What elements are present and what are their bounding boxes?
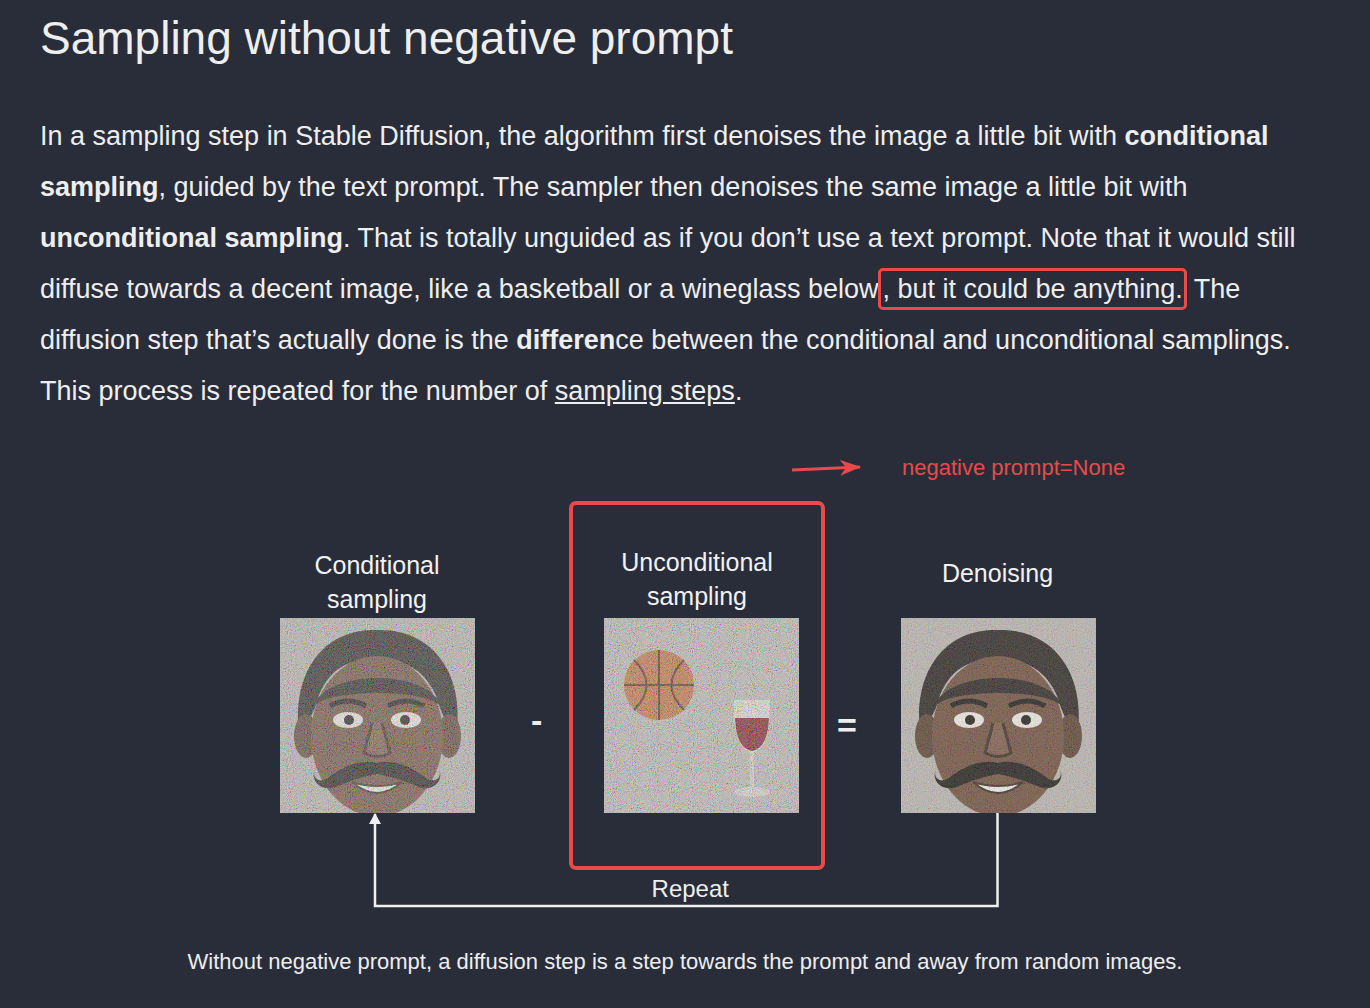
panel-heading: Conditional sampling — [277, 548, 477, 616]
paragraph-text: , guided by the text prompt. The sampler… — [159, 172, 1188, 202]
noisy-face-image — [280, 618, 475, 813]
image-panel: Conditional sampling — [277, 548, 477, 812]
noisy-objects-image — [604, 618, 799, 813]
loop-arrow — [375, 812, 998, 906]
equals-operator: = — [837, 705, 857, 745]
figure-caption: Without negative prompt, a diffusion ste… — [0, 948, 1370, 976]
highlighted-text: , but it could be anything. — [878, 268, 1186, 310]
denoised-face-image — [901, 618, 1096, 813]
paragraph-text: In a sampling step in Stable Diffusion, … — [40, 121, 1117, 151]
body-paragraph: In a sampling step in Stable Diffusion, … — [40, 111, 1312, 417]
bold-term: differen — [516, 325, 615, 355]
bold-term: unconditional sampling — [40, 223, 343, 253]
panel-heading: Denoising — [880, 556, 1115, 590]
link-text: sampling steps — [555, 376, 735, 406]
red-pointer-arrow — [792, 467, 860, 470]
panel-heading: Unconditional sampling — [573, 545, 821, 613]
edge-label: Repeat — [652, 876, 729, 902]
image-panel: Denoising — [880, 556, 1115, 812]
page-title: Sampling without negative prompt — [40, 10, 733, 66]
annotation-note: negative prompt=None — [902, 455, 1125, 481]
highlight-box: Unconditional sampling — [569, 501, 825, 870]
paragraph-text: . — [735, 376, 743, 406]
minus-operator: - — [531, 700, 542, 740]
